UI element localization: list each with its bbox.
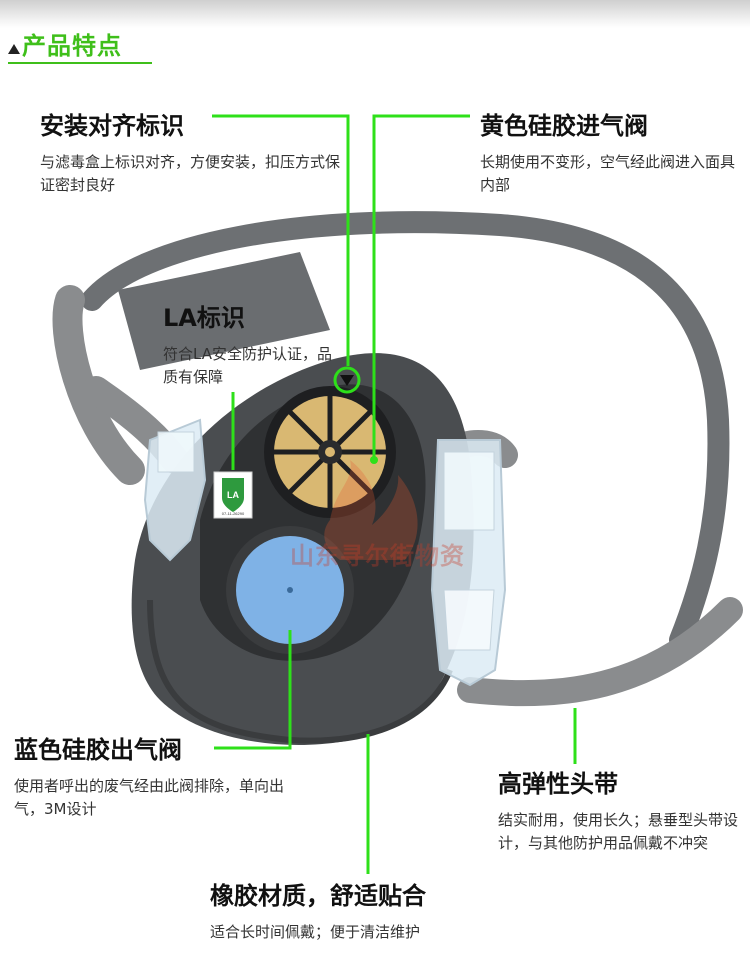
top-shadow-bar [0,0,750,28]
alignment-mark [340,375,354,386]
callout-rubber: 橡胶材质，舒适贴合 适合长时间佩戴；便于清洁维护 [210,876,550,944]
callout-title: 橡胶材质，舒适贴合 [210,882,426,910]
alignment-highlight [333,366,361,394]
section-underline [8,62,152,64]
watermark-flame [324,460,418,560]
callout-title: 高弹性头带 [498,770,618,798]
right-strap [457,597,743,707]
watermark-text: 山东寻尔街物资 [290,542,465,570]
la-badge-code: 07-11-26290 [222,511,245,516]
callout-headband: 高弹性头带 结实耐用，使用长久；悬垂型头带设计，与其他防护用品佩戴不冲突 [498,764,738,855]
callout-desc: 适合长时间佩戴；便于清洁维护 [210,923,421,941]
leader-exhale [214,630,292,750]
callout-la-mark: LA标识 符合LA安全防护认证，品质有保障 [163,298,343,389]
left-strap [52,285,145,485]
callout-alignment: 安装对齐标识 与滤毒盒上标识对齐，方便安装，扣压方式保证密封良好 [40,106,340,197]
callout-desc: 使用者呼出的废气经由此阀排除，单向出气，3M设计 [14,777,285,818]
leader-inhale [372,114,470,458]
callout-desc: 与滤毒盒上标识对齐，方便安装，扣压方式保证密封良好 [40,153,341,194]
callout-desc: 结实耐用，使用长久；悬垂型头带设计，与其他防护用品佩戴不冲突 [498,811,739,852]
section-header: 产品特点 [8,26,152,64]
triangle-icon [8,44,20,54]
callout-exhale-valve: 蓝色硅胶出气阀 使用者呼出的废气经由此阀排除，单向出气，3M设计 [14,730,284,821]
callout-desc: 符合LA安全防护认证，品质有保障 [163,345,332,386]
callout-title: LA标识 [163,304,245,332]
rear-harness [81,211,730,651]
callout-title: 黄色硅胶进气阀 [480,112,648,140]
callout-title: 蓝色硅胶出气阀 [14,736,182,764]
callout-inhale-valve: 黄色硅胶进气阀 长期使用不变形，空气经此阀进入面具内部 [480,106,740,197]
callout-title: 安装对齐标识 [40,112,184,140]
la-badge-text: LA [227,490,239,500]
callout-desc: 长期使用不变形，空气经此阀进入面具内部 [480,153,736,194]
harness-plate [118,252,330,370]
leader-alignment [212,114,350,366]
section-title: 产品特点 [22,32,122,60]
